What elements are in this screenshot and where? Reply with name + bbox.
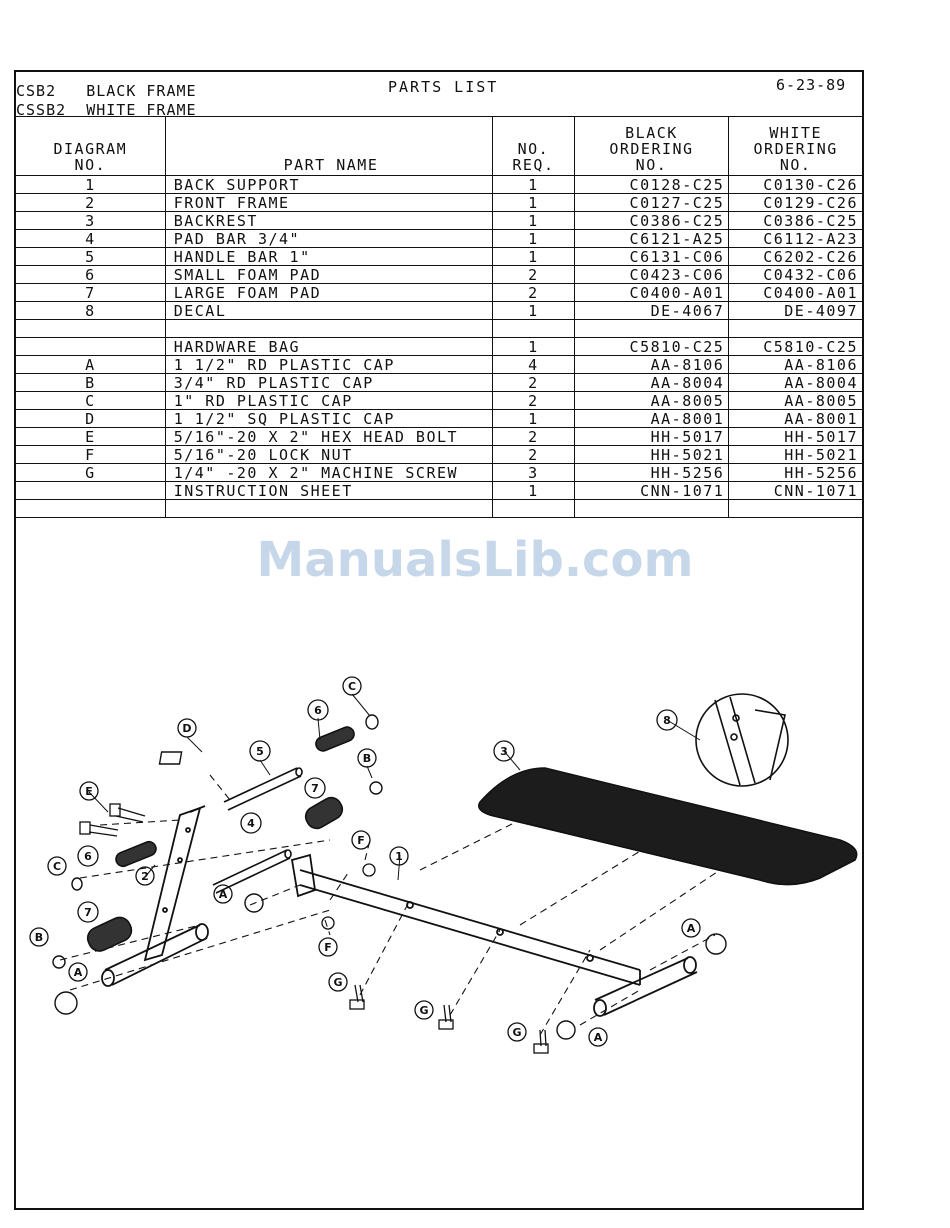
svg-text:3: 3	[500, 745, 508, 758]
callout-A4: A	[588, 1027, 608, 1047]
svg-text:A: A	[594, 1031, 603, 1044]
svg-text:B: B	[363, 752, 371, 765]
foam-pads	[86, 726, 355, 952]
callout-G1: G	[328, 972, 348, 992]
svg-text:D: D	[182, 722, 191, 735]
callout-8: 8	[656, 709, 678, 731]
svg-text:6: 6	[84, 850, 92, 863]
callout-G2: G	[414, 1000, 434, 1020]
exploded-assembly-drawing: 1 2 3 4 5 6 6 7 7 8 A A A A B B C C D E …	[29, 676, 858, 1054]
callout-2: 2	[135, 866, 155, 886]
callout-C2: C	[47, 856, 67, 876]
svg-text:6: 6	[314, 704, 322, 717]
svg-text:2: 2	[141, 870, 149, 883]
table-row	[15, 319, 863, 338]
svg-text:4: 4	[247, 817, 255, 830]
callout-7a: 7	[304, 777, 326, 799]
svg-text:A: A	[219, 888, 228, 901]
callout-B2: B	[29, 927, 49, 947]
svg-text:C: C	[53, 860, 61, 873]
svg-text:5: 5	[256, 745, 264, 758]
plastic-caps	[52, 714, 727, 1040]
model-line-black: CSB2 BLACK FRAME	[16, 82, 197, 100]
svg-text:A: A	[687, 922, 696, 935]
document-date: 6-23-89	[776, 76, 847, 94]
svg-text:G: G	[333, 976, 342, 989]
model-white-desc: WHITE FRAME	[86, 101, 197, 119]
svg-text:1: 1	[395, 850, 403, 863]
model-black-desc: BLACK FRAME	[86, 82, 197, 100]
model-black: CSB2	[16, 82, 57, 100]
hardware-fasteners	[79, 803, 549, 1054]
backrest-pad	[478, 767, 858, 886]
watermark: ManualsLib.com	[256, 532, 694, 588]
callout-E: E	[79, 781, 99, 801]
svg-text:7: 7	[311, 782, 319, 795]
svg-text:G: G	[419, 1004, 428, 1017]
callout-6a: 6	[307, 699, 329, 721]
callout-D: D	[177, 718, 197, 738]
front-frame-part	[101, 805, 209, 987]
callout-7b: 7	[77, 901, 99, 923]
svg-text:G: G	[512, 1026, 521, 1039]
col-no-req: NO.REQ.	[492, 116, 575, 176]
table-row	[15, 499, 863, 518]
callout-A1: A	[213, 884, 233, 904]
svg-text:A: A	[74, 966, 83, 979]
svg-text:C: C	[348, 680, 356, 693]
svg-text:F: F	[324, 941, 332, 954]
svg-text:7: 7	[84, 906, 92, 919]
callout-G3: G	[507, 1022, 527, 1042]
callout-6b: 6	[77, 845, 99, 867]
page-frame	[14, 70, 864, 1210]
callout-4: 4	[240, 812, 262, 834]
svg-text:B: B	[35, 931, 43, 944]
callout-F2: F	[318, 937, 338, 957]
callout-3: 3	[493, 740, 515, 762]
callout-labels: 1 2 3 4 5 6 6 7 7 8 A A A A B B C C D E …	[29, 676, 701, 1047]
callout-1: 1	[389, 846, 409, 866]
callout-A3: A	[681, 918, 701, 938]
decal-detail-view	[695, 693, 789, 787]
svg-text:8: 8	[663, 714, 671, 727]
model-white: CSSB2	[16, 101, 67, 119]
callout-F1: F	[351, 830, 371, 850]
callout-A2: A	[68, 962, 88, 982]
callout-C1: C	[342, 676, 362, 696]
callout-leaders	[88, 693, 701, 881]
col-part-name: PART NAME	[164, 116, 494, 176]
model-line-white: CSSB2 WHITE FRAME	[16, 101, 197, 119]
handle-bar-part	[223, 767, 303, 811]
callout-5: 5	[249, 740, 271, 762]
page-title: PARTS LIST	[388, 78, 499, 96]
callout-B1: B	[357, 748, 377, 768]
svg-text:E: E	[85, 785, 93, 798]
back-support-part	[290, 853, 698, 1017]
svg-text:F: F	[357, 834, 365, 847]
